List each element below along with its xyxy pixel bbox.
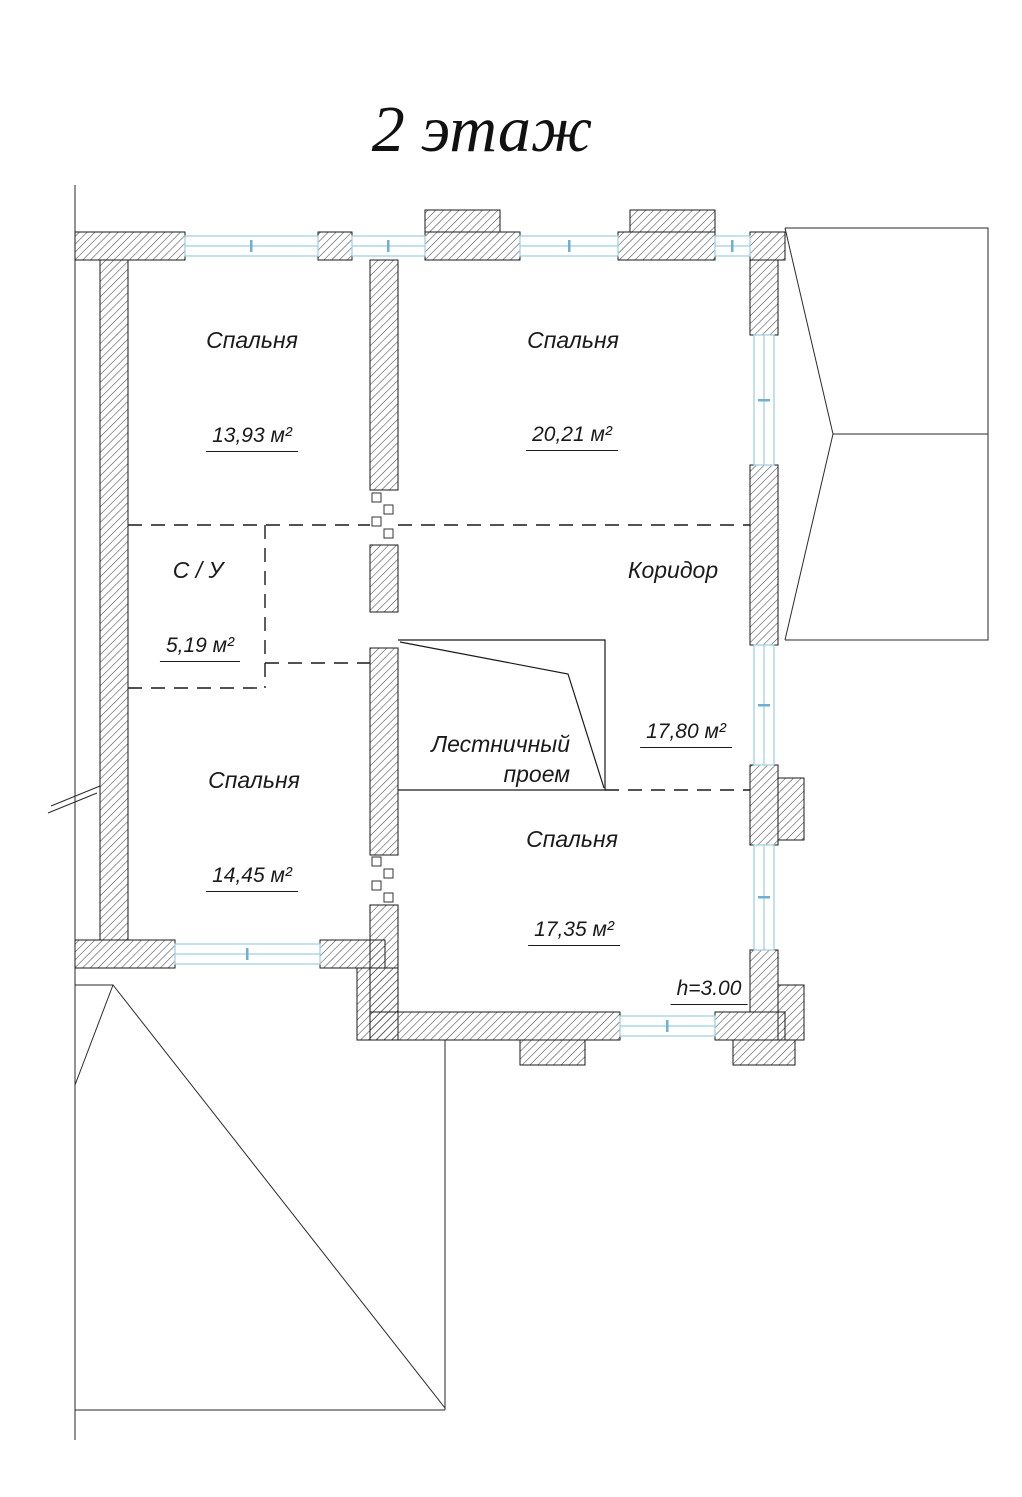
window-ticks [246,240,770,1032]
ceiling-height-note: h=3.00 [670,977,748,1005]
room-label-corridor: Коридор [627,557,719,583]
duct-shaft-symbols [371,492,394,903]
pilaster [424,209,501,233]
room-label-bedroom-2: Спальня [527,327,619,353]
room-area-bathroom: 5,19 м² [159,634,241,662]
room-label-bathroom: С / У [172,557,224,583]
stair-opening-outline [398,639,606,791]
room-area-corridor: 17,80 м² [640,720,732,748]
site-boundary-line [47,185,101,1440]
pilaster [629,209,716,233]
pilaster [777,777,805,841]
partition-dashed-lines [128,524,750,791]
room-label-bedroom-1: Спальня [206,327,298,353]
stair-opening-diagonal [399,641,605,789]
line-break-icon [47,785,101,814]
roof-outline-right [784,227,989,641]
room-label-bedroom-3: Спальня [208,767,300,793]
roof-outline-bottom [74,984,446,1411]
pilaster [519,1039,586,1066]
room-label-bedroom-4: Спальня [526,826,618,852]
room-area-bedroom-4: 17,35 м² [528,918,620,946]
room-area-bedroom-2: 20,21 м² [526,423,618,451]
room-area-bedroom-3: 14,45 м² [206,864,298,892]
pilaster [732,1039,796,1066]
room-area-bedroom-1: 13,93 м² [206,424,298,452]
room-label-stairwell: Лестничный проем [431,731,570,787]
windows [174,235,775,1037]
plan-title: 2 этаж [371,93,593,166]
